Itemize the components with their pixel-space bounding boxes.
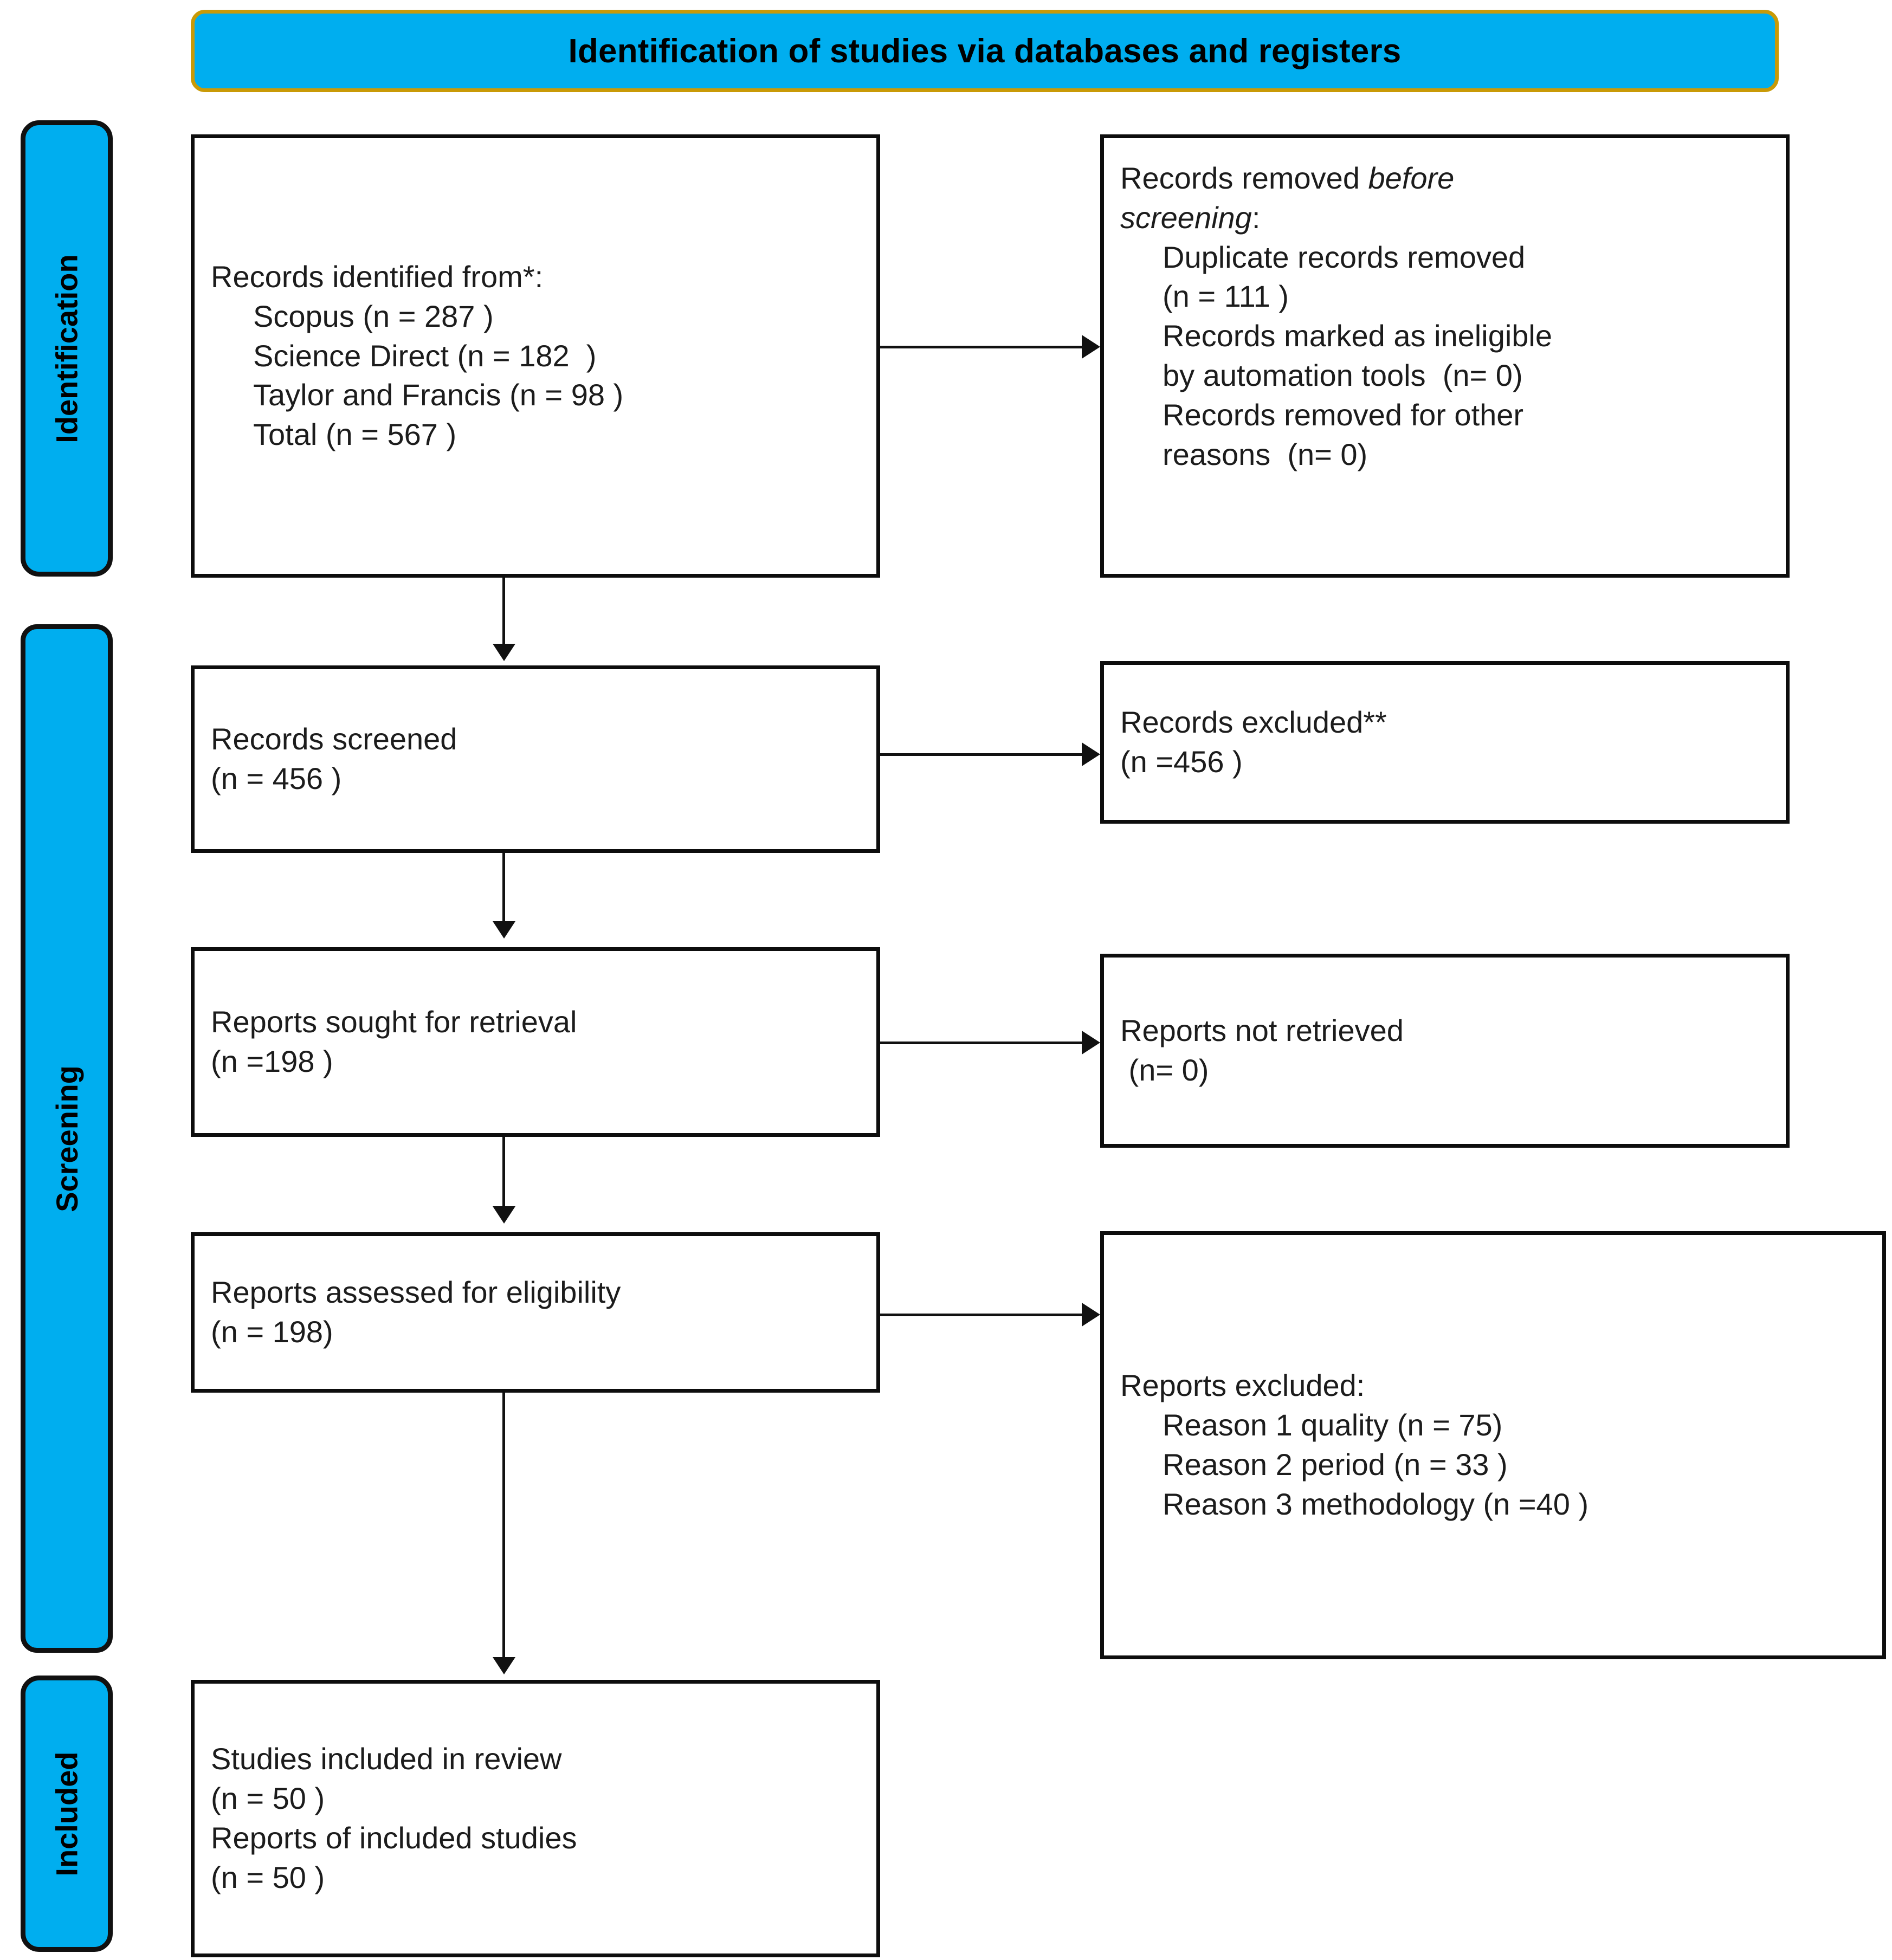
box-studies-included-in-review: Studies included in review (n = 50 ) Rep…: [191, 1680, 880, 1957]
arrowhead-sought-to-assessed: [493, 1206, 515, 1224]
stage-tab-identification-label: Identification: [49, 254, 84, 443]
line: Records excluded**: [1120, 705, 1387, 740]
arrowhead-identified-to-screened: [493, 644, 515, 661]
box-records-excluded: Records excluded** (n =456 ): [1100, 661, 1790, 824]
line: Reports of included studies: [211, 1821, 577, 1855]
line: (n = 50 ): [211, 1860, 325, 1894]
stage-tab-screening: Screening: [21, 624, 113, 1653]
line: Total (n = 567 ): [253, 417, 457, 452]
connector-identified-to-removed: [880, 346, 1082, 348]
line: Reports sought for retrieval: [211, 1005, 577, 1039]
connector-screened-to-sought: [502, 853, 505, 923]
arrowhead-sought-to-not-retrieved: [1082, 1031, 1100, 1055]
box-reports-not-retrieved: Reports not retrieved (n= 0): [1100, 954, 1790, 1148]
line: screening:: [1120, 200, 1261, 235]
connector-sought-to-not-retrieved: [880, 1042, 1082, 1044]
line: Records screened: [211, 722, 457, 756]
box-reports-excluded-reasons: Reports excluded: Reason 1 quality (n = …: [1100, 1231, 1886, 1659]
line: Studies included in review: [211, 1742, 562, 1776]
line: (n = 111 ): [1163, 279, 1289, 314]
connector-assessed-to-excluded: [880, 1314, 1082, 1316]
line: Records removed for other: [1163, 397, 1524, 432]
line: Scopus (n = 287 ): [253, 299, 494, 333]
line: Taylor and Francis (n = 98 ): [253, 378, 624, 412]
stage-tab-screening-label: Screening: [49, 1065, 84, 1212]
emphasis-before: before: [1368, 161, 1455, 195]
line: Reports excluded:: [1120, 1368, 1365, 1403]
arrowhead-assessed-to-excluded: [1082, 1303, 1100, 1327]
connector-assessed-to-included: [502, 1393, 505, 1660]
stage-tab-identification: Identification: [21, 120, 113, 577]
box-reports-assessed-for-eligibility: Reports assessed for eligibility (n = 19…: [191, 1232, 880, 1393]
line: (n = 456 ): [211, 761, 342, 795]
connector-sought-to-assessed: [502, 1137, 505, 1208]
line: Reports assessed for eligibility: [211, 1275, 621, 1310]
banner-title: Identification of studies via databases …: [568, 32, 1402, 70]
connector-identified-to-screened: [502, 578, 505, 648]
arrowhead-assessed-to-included: [493, 1657, 515, 1674]
line: Reports not retrieved: [1120, 1013, 1404, 1048]
arrowhead-identified-to-removed: [1082, 335, 1100, 359]
line: reasons (n= 0): [1163, 437, 1368, 471]
line: Science Direct (n = 182 ): [253, 338, 597, 373]
line: Reason 3 methodology (n =40 ): [1163, 1486, 1589, 1521]
line: Records identified from*:: [211, 260, 544, 294]
arrowhead-screened-to-sought: [493, 921, 515, 939]
line: Duplicate records removed: [1163, 240, 1526, 274]
box-records-screened: Records screened (n = 456 ): [191, 665, 880, 853]
line: Records removed before: [1120, 161, 1455, 195]
line: (n = 50 ): [211, 1781, 325, 1816]
arrowhead-screened-to-excluded: [1082, 742, 1100, 766]
banner-identification-databases: Identification of studies via databases …: [191, 10, 1779, 92]
line: (n= 0): [1120, 1053, 1209, 1087]
emphasis-screening: screening: [1120, 200, 1252, 235]
line: Reason 2 period (n = 33 ): [1163, 1447, 1508, 1482]
line: Records marked as ineligible: [1163, 319, 1553, 353]
box-reports-sought-for-retrieval: Reports sought for retrieval (n =198 ): [191, 947, 880, 1137]
line: (n = 198): [211, 1315, 333, 1349]
line: Reason 1 quality (n = 75): [1163, 1408, 1503, 1442]
stage-tab-included-label: Included: [49, 1751, 84, 1877]
line: (n =198 ): [211, 1044, 333, 1078]
box-records-identified: Records identified from*: Scopus (n = 28…: [191, 134, 880, 578]
line: by automation tools (n= 0): [1163, 358, 1523, 392]
connector-screened-to-excluded: [880, 753, 1082, 756]
stage-tab-included: Included: [21, 1676, 113, 1952]
box-records-removed-before-screening: Records removed before screening: Duplic…: [1100, 134, 1790, 578]
line: (n =456 ): [1120, 745, 1243, 779]
